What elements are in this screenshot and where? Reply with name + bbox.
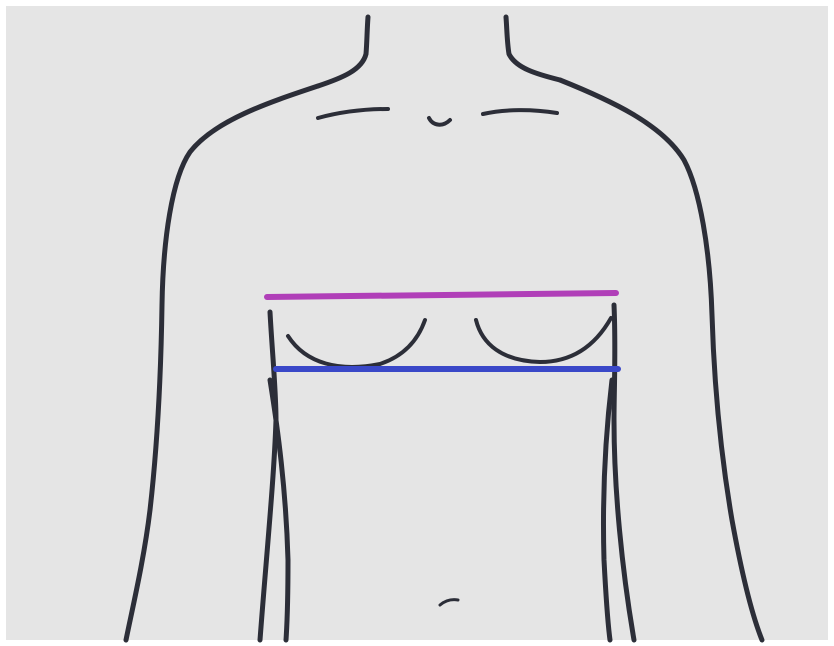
diagram-background [6,6,828,640]
upper-measurement-line [267,293,616,297]
